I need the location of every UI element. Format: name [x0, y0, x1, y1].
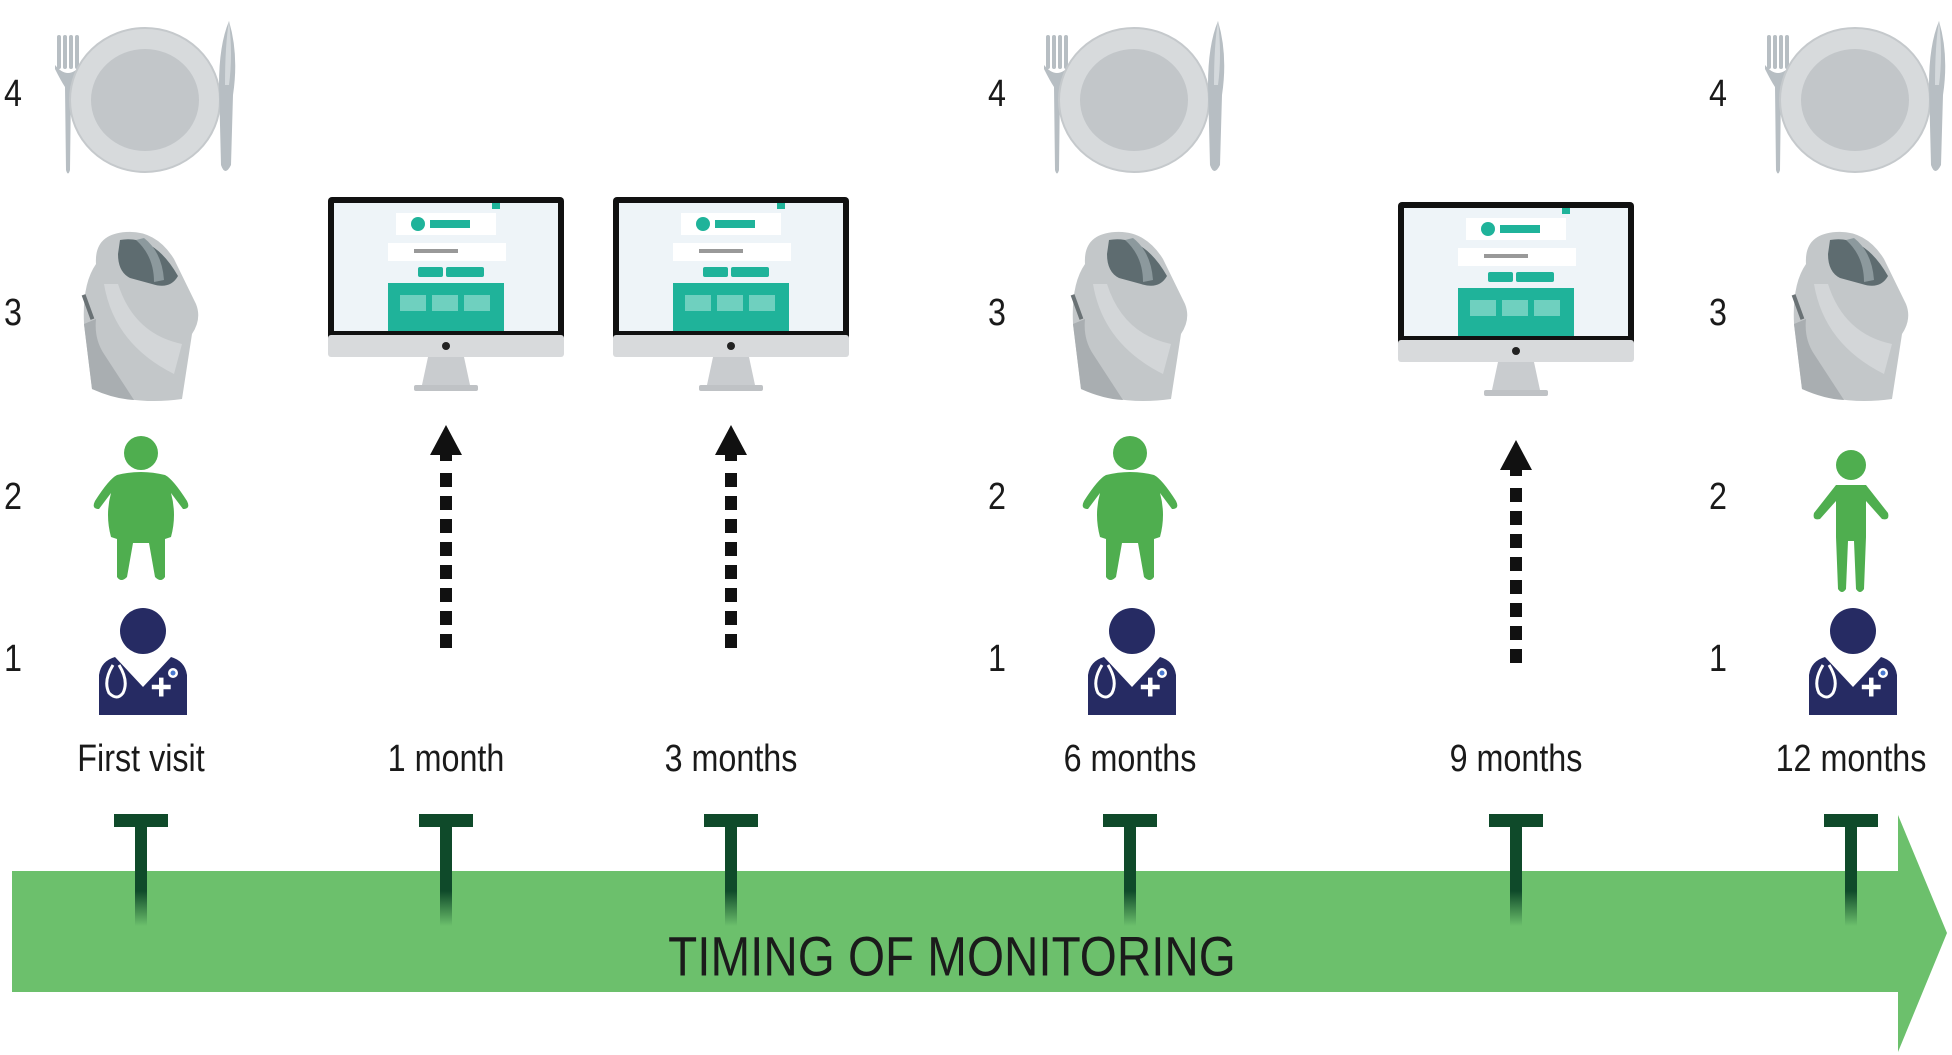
- body-composition-scanner-icon: [74, 224, 204, 409]
- timepoint-label: 12 months: [1775, 738, 1927, 780]
- timepoint-label: 3 months: [664, 738, 798, 780]
- row-number-label: 3: [988, 292, 1006, 334]
- doctor-icon: [1803, 607, 1903, 717]
- dotted-up-arrow-icon: [1498, 440, 1534, 670]
- timeline-tick-marker: [704, 814, 758, 926]
- timeline-tick-marker: [1489, 814, 1543, 926]
- dotted-up-arrow-icon: [713, 425, 749, 655]
- timeline-arrow-body: [12, 815, 1947, 1052]
- timeline-tick-marker: [1824, 814, 1878, 926]
- overweight-child-icon: [91, 435, 191, 585]
- timeline-tick-marker: [419, 814, 473, 926]
- row-number-label: 1: [988, 638, 1006, 680]
- timeline-tick-marker: [1103, 814, 1157, 926]
- row-number-label: 4: [988, 73, 1006, 115]
- plate-cutlery-icon: [1032, 15, 1232, 180]
- computer-monitor-icon: [1396, 200, 1636, 400]
- body-composition-scanner-icon: [1784, 224, 1914, 409]
- row-number-label: 1: [1709, 638, 1727, 680]
- computer-monitor-icon: [611, 195, 851, 395]
- computer-monitor-icon: [326, 195, 566, 395]
- row-number-label: 3: [1709, 292, 1727, 334]
- body-composition-scanner-icon: [1063, 224, 1193, 409]
- row-number-label: 1: [4, 638, 22, 680]
- timepoint-label: 6 months: [1063, 738, 1197, 780]
- dotted-up-arrow-icon: [428, 425, 464, 655]
- row-number-label: 2: [4, 476, 22, 518]
- timepoint-label: 9 months: [1449, 738, 1583, 780]
- row-number-label: 4: [4, 73, 22, 115]
- row-number-label: 3: [4, 292, 22, 334]
- row-number-label: 2: [1709, 476, 1727, 518]
- row-number-label: 2: [988, 476, 1006, 518]
- overweight-child-icon: [1080, 435, 1180, 585]
- doctor-icon: [93, 607, 193, 717]
- timeline-title: TIMING OF MONITORING: [668, 924, 1236, 988]
- plate-cutlery-icon: [1753, 15, 1952, 180]
- timeline-tick-marker: [114, 814, 168, 926]
- timepoint-label: 1 month: [387, 738, 505, 780]
- slim-child-icon: [1806, 449, 1896, 599]
- timepoint-label: First visit: [77, 738, 205, 780]
- row-number-label: 4: [1709, 73, 1727, 115]
- doctor-icon: [1082, 607, 1182, 717]
- plate-cutlery-icon: [43, 15, 243, 180]
